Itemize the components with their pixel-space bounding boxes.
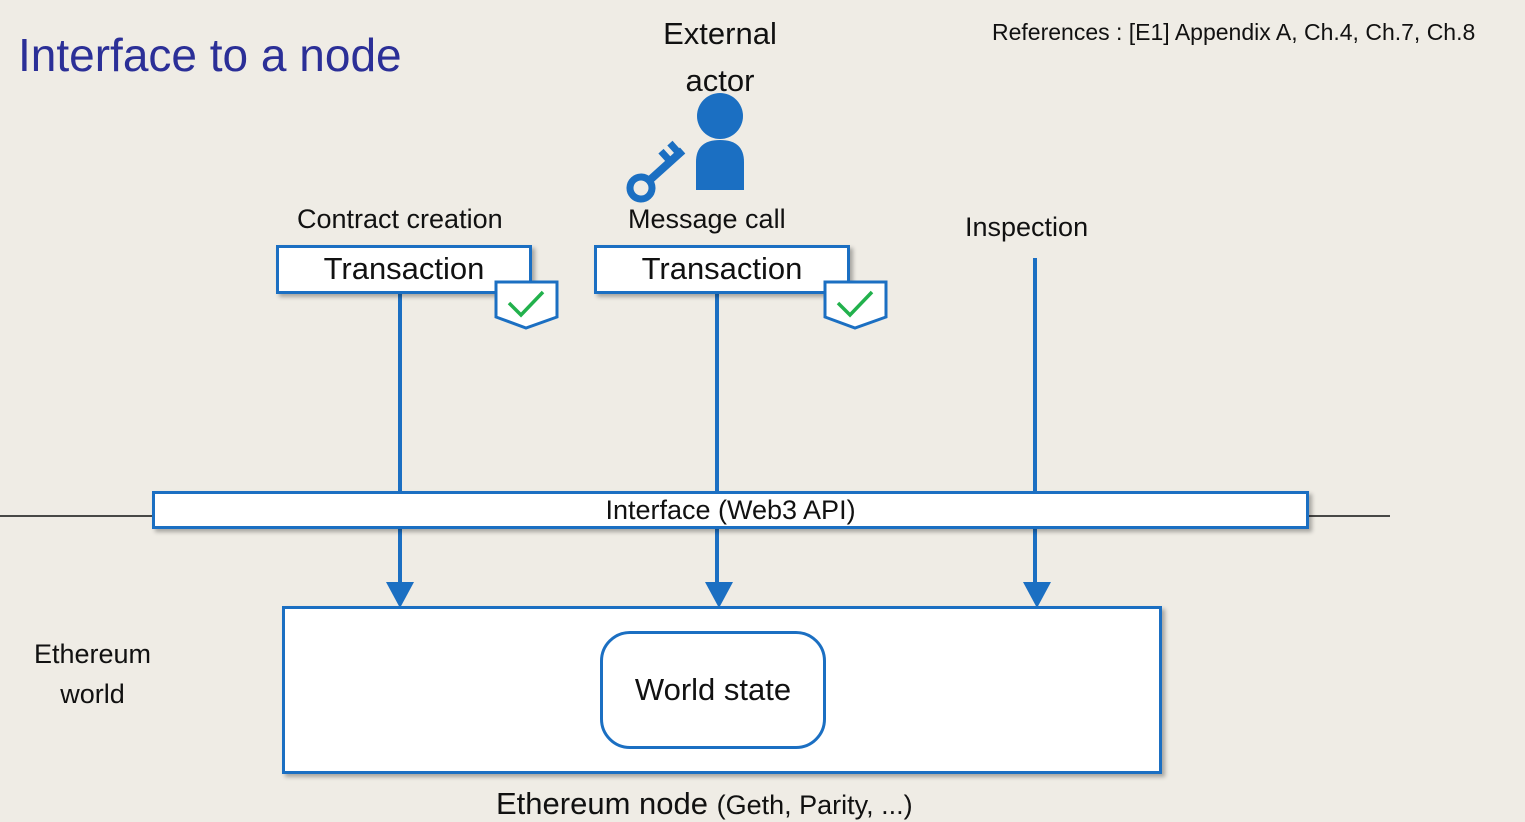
- page-title: Interface to a node: [18, 29, 402, 81]
- ethereum-node-sub: (Geth, Parity, ...): [716, 790, 913, 820]
- ethereum-node-main: Ethereum node: [496, 786, 708, 821]
- interface-web3-api-bar: Interface (Web3 API): [152, 491, 1309, 529]
- message-call-label: Message call: [628, 204, 786, 234]
- contract-creation-arrowhead: [386, 582, 414, 608]
- external-actor-label: External actor: [600, 10, 840, 104]
- inspection-label: Inspection: [965, 212, 1089, 242]
- references-text: References : [E1] Appendix A, Ch.4, Ch.7…: [992, 19, 1476, 45]
- check-badge-icon: [494, 280, 559, 330]
- transaction-box-contract: Transaction: [276, 245, 532, 294]
- check-badge-icon: [823, 280, 888, 330]
- ethereum-world-line2: world: [60, 679, 125, 709]
- transaction-box-message: Transaction: [594, 245, 850, 294]
- external-actor-line1: External: [663, 16, 777, 51]
- external-actor-line2: actor: [685, 63, 755, 98]
- ethereum-world-line1: Ethereum: [33, 639, 152, 669]
- contract-creation-label: Contract creation: [297, 204, 503, 234]
- person-icon: [696, 93, 744, 190]
- key-icon: [626, 140, 686, 203]
- message-call-arrowhead: [705, 582, 733, 608]
- ethereum-world-label: Ethereum world: [20, 634, 165, 714]
- inspection-arrowhead: [1023, 582, 1051, 608]
- ethereum-node-label: Ethereum node (Geth, Parity, ...): [496, 786, 913, 822]
- world-state-box: World state: [600, 631, 826, 749]
